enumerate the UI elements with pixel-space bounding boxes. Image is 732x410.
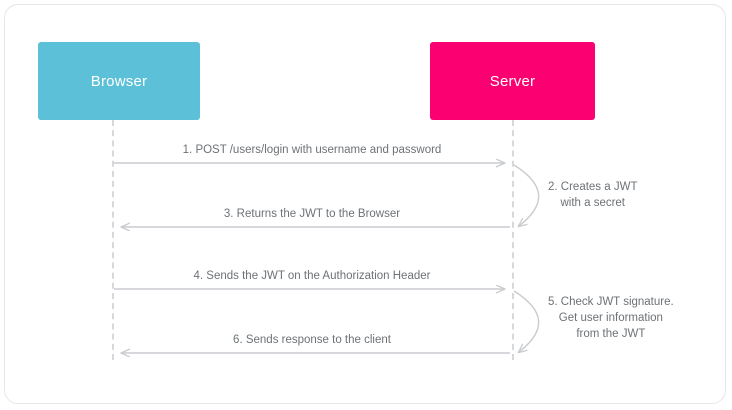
actor-box-server[interactable]: Server <box>430 42 595 120</box>
note-label-5: 5. Check JWT signature. Get user informa… <box>548 294 674 342</box>
message-label-3: 3. Returns the JWT to the Browser <box>223 208 401 220</box>
note-label-2-line-1: 2. Creates a JWT <box>548 181 638 193</box>
message-label-6: 6. Sends response to the client <box>233 334 391 346</box>
actor-label-browser: Browser <box>90 72 148 90</box>
actor-box-browser[interactable]: Browser <box>38 42 200 120</box>
lifeline-server <box>512 120 514 360</box>
lifeline-browser <box>112 120 114 360</box>
note-label-5-line-3: from the JWT <box>576 328 646 340</box>
note-label-5-line-2: Get user information <box>558 312 663 324</box>
actor-label-server: Server <box>489 72 536 90</box>
note-label-2-line-2: with a secret <box>560 197 626 209</box>
note-label-2: 2. Creates a JWT with a secret <box>548 179 637 211</box>
message-label-4: 4. Sends the JWT on the Authorization He… <box>193 270 431 282</box>
message-label-1: 1. POST /users/login with username and p… <box>182 144 442 156</box>
note-label-5-line-1: 5. Check JWT signature. <box>548 296 674 308</box>
